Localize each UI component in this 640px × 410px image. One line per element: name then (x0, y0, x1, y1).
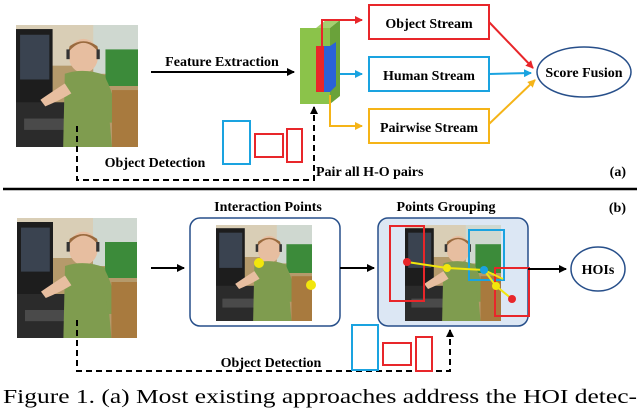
pairwise-to-fusion-arrow (488, 79, 536, 125)
feature-extraction-label: Feature Extraction (165, 55, 279, 70)
grouping-link-1 (406, 261, 504, 280)
interaction-point-1 (254, 258, 264, 268)
object-detection-label-a: Object Detection (105, 156, 206, 171)
score-fusion-label: Score Fusion (545, 66, 622, 81)
detected-object-box-a2 (286, 128, 303, 163)
feature-map (300, 20, 340, 104)
object-detection-path-b (76, 320, 454, 372)
object-stream-arrow (321, 16, 363, 46)
pair-all-label: Pair all H-O pairs (316, 165, 424, 180)
detected-object-box-a1 (254, 133, 284, 158)
grouping-object-box-1 (389, 225, 425, 302)
detected-object-box-b2 (415, 336, 433, 372)
detected-human-box-b (351, 324, 379, 371)
grouping-object-center-1 (403, 258, 411, 266)
human-stream-label: Human Stream (383, 69, 475, 84)
detected-object-box-b1 (382, 342, 412, 366)
object-detection-label-b: Object Detection (221, 356, 322, 371)
figure-caption: Figure 1. (a) Most existing approaches a… (3, 386, 637, 408)
object-stream-label: Object Stream (385, 17, 473, 32)
grouping-interaction-point-1 (443, 264, 451, 272)
panel-a: Feature Extraction Object Stream Human S… (16, 4, 632, 181)
score-fusion-node (536, 46, 632, 98)
human-to-fusion-arrow (488, 69, 532, 78)
grouping-object-center-2 (508, 295, 516, 303)
detected-human-box-a (222, 120, 251, 165)
pairwise-stream-label: Pairwise Stream (380, 121, 478, 136)
panel-b: (b) Interaction Points Points Grouping H… (17, 200, 626, 372)
object-to-fusion-arrow (488, 21, 534, 69)
pairwise-stream-arrow (329, 95, 363, 130)
grouping-human-box (468, 229, 505, 281)
pairwise-stream-box (368, 108, 490, 144)
grouping-interaction-point-2 (492, 282, 500, 290)
hois-node (570, 246, 626, 292)
grouping-human-center (480, 266, 488, 274)
object-detection-path-a (76, 106, 318, 181)
grouping-object-box-2 (494, 267, 530, 317)
interaction-point-2 (306, 280, 316, 290)
hois-label: HOIs (582, 263, 615, 278)
interaction-points-image (216, 225, 312, 321)
panel-b-tag: (b) (609, 201, 626, 216)
panel-a-tag: (a) (610, 165, 627, 180)
interaction-points-label: Interaction Points (214, 200, 322, 215)
points-grouping-label: Points Grouping (397, 200, 496, 215)
